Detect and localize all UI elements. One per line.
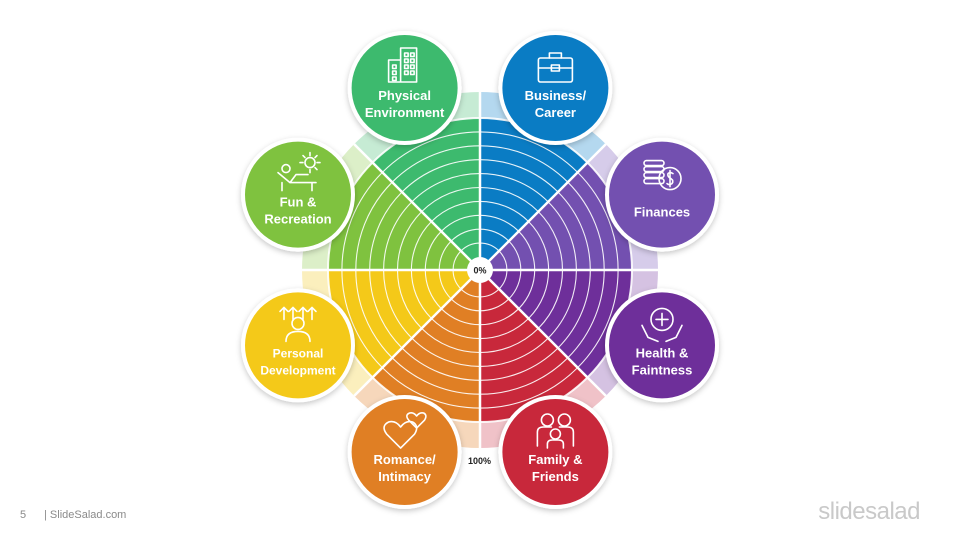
- badge-circle: [502, 399, 609, 506]
- segment-label-line: Friends: [532, 469, 579, 484]
- wedge-personal-development: [328, 270, 480, 378]
- spoke-divider: [479, 143, 607, 271]
- sunbed-icon: [277, 151, 321, 192]
- segment-label-line: Physical: [378, 88, 431, 103]
- spoke-divider: [353, 143, 481, 271]
- spoke-divider: [353, 269, 481, 397]
- segment-label-line: Health &: [636, 345, 689, 360]
- segment-label-line: Romance/: [374, 452, 437, 467]
- badge-circle: [244, 141, 351, 248]
- wedge-physical-environment: [372, 118, 480, 270]
- badge-health-faintness: Health & Faintness: [605, 288, 720, 403]
- badge-fun-recreation: Fun & Recreation: [240, 137, 355, 252]
- segment-label-line: Finances: [634, 205, 690, 220]
- building-icon: [387, 47, 418, 83]
- wedge-family-friends: [480, 270, 588, 422]
- coins-icon: [643, 159, 682, 191]
- segment-label-line: Environment: [365, 105, 445, 120]
- slidesalad-logo: slidesalad: [818, 498, 920, 525]
- center-hub: [467, 257, 493, 283]
- badge-circle: [609, 292, 716, 399]
- segment-label-line: Family &: [528, 452, 582, 467]
- badge-circle: [351, 34, 458, 141]
- growth-person-icon: [279, 306, 317, 343]
- wedge-business-career: [480, 118, 588, 270]
- badge-circle: [609, 141, 716, 248]
- badge-circle: [502, 34, 609, 141]
- wedge-romance-intimacy: [372, 270, 480, 423]
- badge-business-career: Business/Career: [498, 30, 613, 145]
- segment-label-line: Personal: [273, 346, 324, 360]
- segment-label-line: Development: [260, 363, 335, 377]
- wedge-finances: [480, 162, 632, 270]
- page-number: 5: [20, 509, 27, 521]
- wedge-fun-recreation: [328, 162, 480, 270]
- segment-label-line: Faintness: [632, 362, 693, 377]
- wedge-health-faintness: [480, 270, 632, 378]
- badge-circle: [244, 292, 351, 399]
- briefcase-icon: [537, 52, 574, 83]
- segment-label-line: Recreation: [264, 212, 331, 227]
- segment-label-line: Intimacy: [378, 469, 432, 484]
- segment-label-line: Career: [535, 105, 576, 120]
- badge-finances: Finances: [605, 137, 720, 252]
- segment-label-line: Business/: [525, 88, 587, 103]
- spoke-divider: [479, 269, 607, 397]
- family-icon: [536, 413, 575, 449]
- segment-label-line: Fun &: [280, 195, 317, 210]
- outer-percent-label: 100%: [468, 456, 491, 466]
- footer-website: | SlideSalad.com: [44, 509, 127, 521]
- badge-circle: [351, 399, 458, 506]
- badge-family-friends: Family & Friends: [498, 395, 613, 510]
- center-label: 0%: [473, 266, 486, 276]
- hearts-icon: [383, 412, 427, 449]
- badge-romance-intimacy: Romance/Intimacy: [347, 395, 462, 510]
- care-hands-icon: [641, 307, 683, 343]
